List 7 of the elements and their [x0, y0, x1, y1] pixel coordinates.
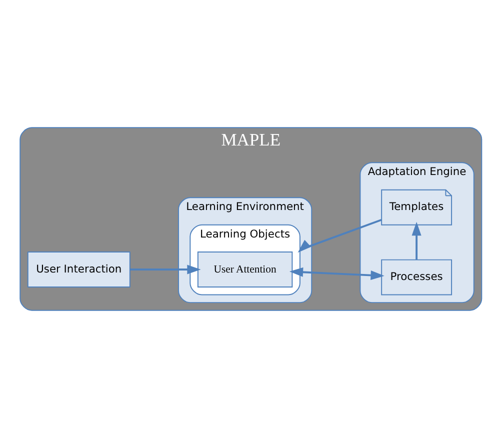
node-box: Processes	[381, 258, 452, 295]
arrow	[289, 266, 384, 280]
arrow	[298, 218, 382, 252]
arrow	[130, 264, 201, 274]
node-box: User Attention	[197, 251, 293, 287]
arrow	[412, 221, 422, 260]
node-box: User Interaction	[27, 251, 130, 287]
